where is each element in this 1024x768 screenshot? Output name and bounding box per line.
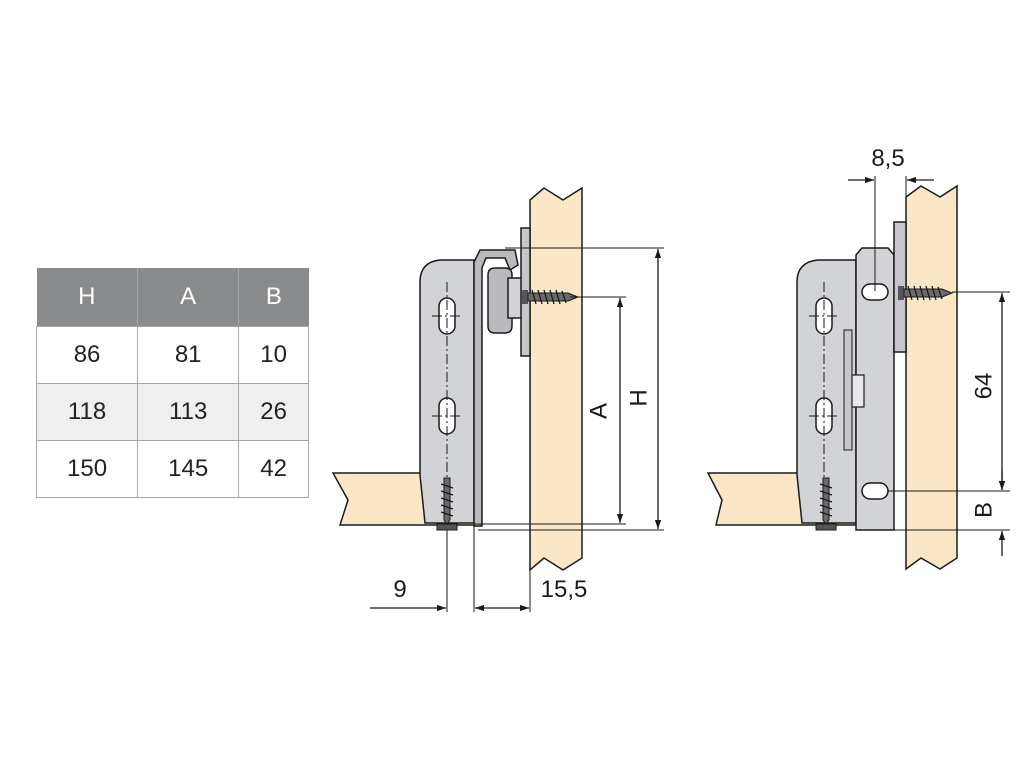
right-housing-slot-bottom [861,482,889,500]
left-view: A H 9 15,5 [331,186,664,612]
dimension-table: H A B 86 81 10 118 113 26 150 145 42 [35,268,309,498]
dim-label-15-5: 15,5 [541,576,588,603]
table-cell: 86 [35,326,139,384]
dim-label-8-5: 8,5 [871,145,904,172]
dim-label-a: A [585,403,612,419]
table-cell: 26 [238,383,309,441]
right-latch [851,374,865,408]
dim-label-b: B [970,502,997,518]
table-cell: 113 [137,383,240,441]
table-header-row: H A B [36,268,309,327]
left-screw-vertical [436,477,458,531]
table-cell: 145 [137,440,240,498]
table-row: 150 145 42 [35,440,309,498]
table-row: 118 113 26 [35,383,309,441]
right-screw-horizontal [898,285,954,301]
right-bracket-rib [843,329,853,451]
dim-label-h: H [625,389,652,406]
header-a: A [137,268,239,327]
table-cell: 150 [35,440,139,498]
table-cell: 42 [238,440,309,498]
header-h: H [36,268,138,327]
table-cell: 118 [35,383,139,441]
right-side-panel [905,184,958,571]
dim-label-9: 9 [393,576,406,603]
right-screw-vertical [815,477,837,531]
table-row: 86 81 10 [35,326,309,384]
right-view: 8,5 64 B [706,145,1010,571]
left-clip-strap [473,249,519,527]
left-clip-block [487,267,513,334]
left-clip-cap [507,277,523,319]
header-b: B [238,268,309,327]
left-screw-horizontal [522,289,580,305]
table-cell: 10 [238,326,309,384]
right-bracket-plate [796,259,857,524]
dim-label-64: 64 [970,373,997,400]
left-side-panel [529,186,583,572]
